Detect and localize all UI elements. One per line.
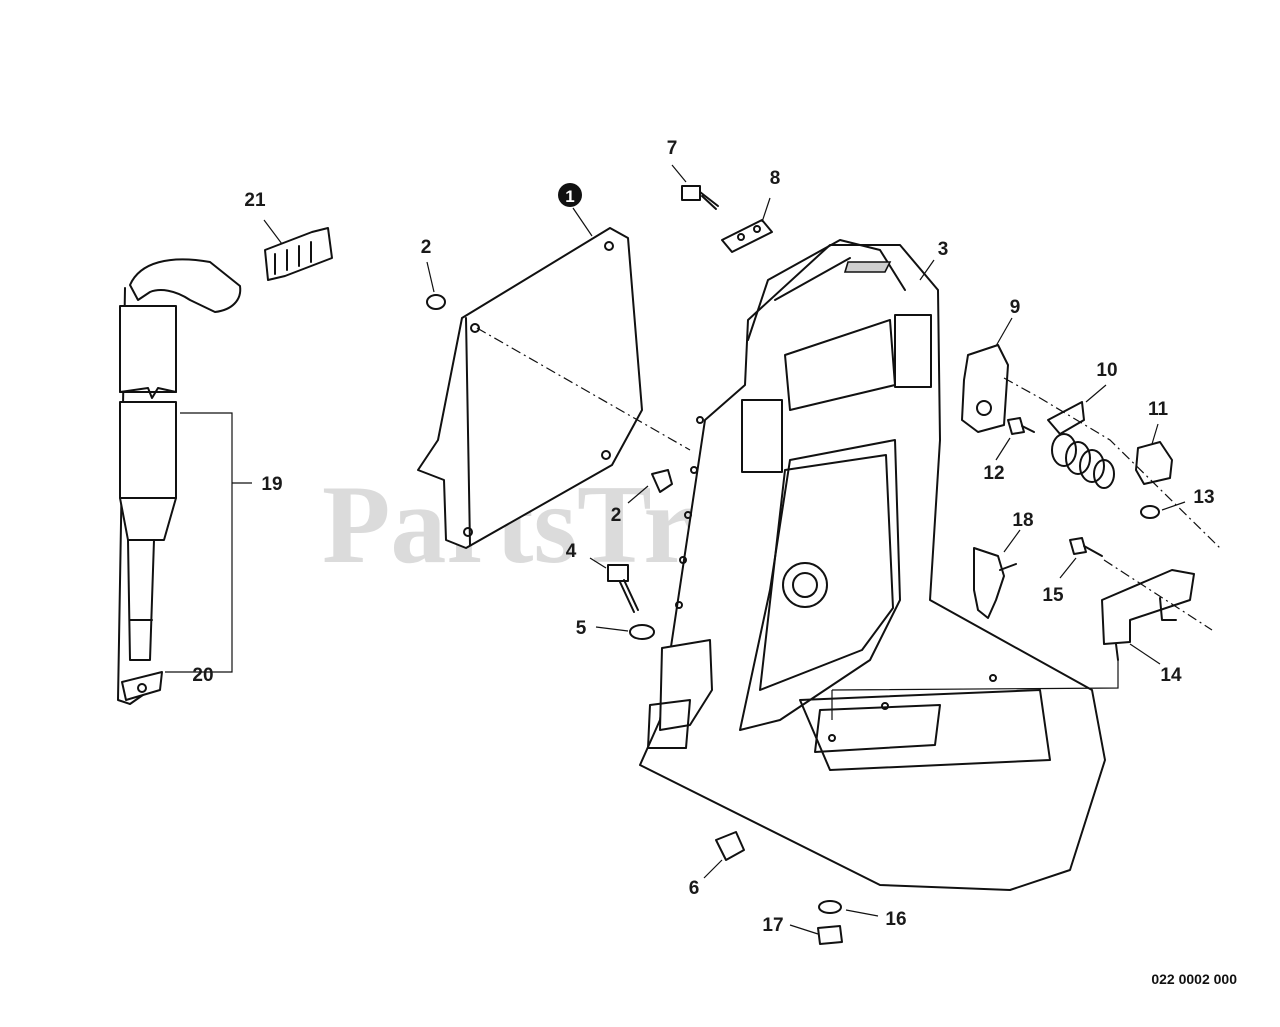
washer-16[interactable]	[818, 900, 842, 914]
callout-2a[interactable]: 2	[421, 237, 432, 258]
mount-bracket-14[interactable]	[1101, 569, 1195, 661]
callout-2b[interactable]: 2	[611, 505, 622, 526]
figure-code: 022 0002 000	[1151, 971, 1237, 987]
bolt-7[interactable]	[681, 185, 719, 210]
callout-14[interactable]: 14	[1160, 665, 1182, 686]
grommet-2b[interactable]	[651, 469, 673, 493]
nut-6[interactable]	[715, 831, 745, 861]
nut-17[interactable]	[817, 925, 843, 945]
callout-1-label: 1	[565, 187, 574, 206]
spring-plate-10[interactable]	[1047, 401, 1115, 489]
clip-9[interactable]	[961, 344, 1009, 433]
grommet-2a[interactable]	[426, 294, 446, 310]
washer-5[interactable]	[629, 624, 655, 640]
shoulder-strap[interactable]	[117, 258, 242, 705]
callout-13[interactable]: 13	[1193, 487, 1214, 508]
side-hinge-bracket[interactable]	[647, 639, 713, 749]
callout-20[interactable]: 20	[192, 665, 213, 686]
callout-7[interactable]: 7	[667, 138, 678, 159]
dashed-line-cover	[476, 327, 691, 451]
callout-15[interactable]: 15	[1042, 585, 1064, 606]
callout-5[interactable]: 5	[576, 618, 587, 639]
washer-13[interactable]	[1140, 505, 1160, 519]
bolt-4[interactable]	[607, 564, 639, 613]
callout-8[interactable]: 8	[770, 168, 781, 189]
bracket-line	[165, 412, 233, 673]
strap-adjuster[interactable]	[264, 227, 333, 281]
strap-buckle[interactable]	[121, 671, 163, 701]
callout-21[interactable]: 21	[244, 190, 266, 211]
screw-15[interactable]	[1069, 537, 1103, 557]
bolt-12[interactable]	[1007, 417, 1035, 435]
callout-4[interactable]: 4	[566, 541, 577, 562]
callout-3[interactable]: 3	[938, 239, 949, 260]
connector-18[interactable]	[973, 547, 1017, 619]
back-cover-panel[interactable]	[417, 227, 643, 549]
callout-10[interactable]: 10	[1096, 360, 1117, 381]
callout-6[interactable]: 6	[689, 878, 700, 899]
plate-8[interactable]	[721, 219, 773, 253]
callout-11[interactable]: 11	[1148, 399, 1169, 420]
callout-12[interactable]: 12	[983, 463, 1004, 484]
callout-1[interactable]: 1	[558, 183, 582, 207]
bracket-11[interactable]	[1135, 441, 1173, 485]
callout-9[interactable]: 9	[1010, 297, 1021, 318]
callout-17[interactable]: 17	[762, 915, 783, 936]
back-frame[interactable]	[639, 239, 1106, 891]
callout-19[interactable]: 19	[261, 474, 282, 495]
callout-16[interactable]: 16	[885, 909, 906, 930]
callout-18[interactable]: 18	[1012, 510, 1033, 531]
